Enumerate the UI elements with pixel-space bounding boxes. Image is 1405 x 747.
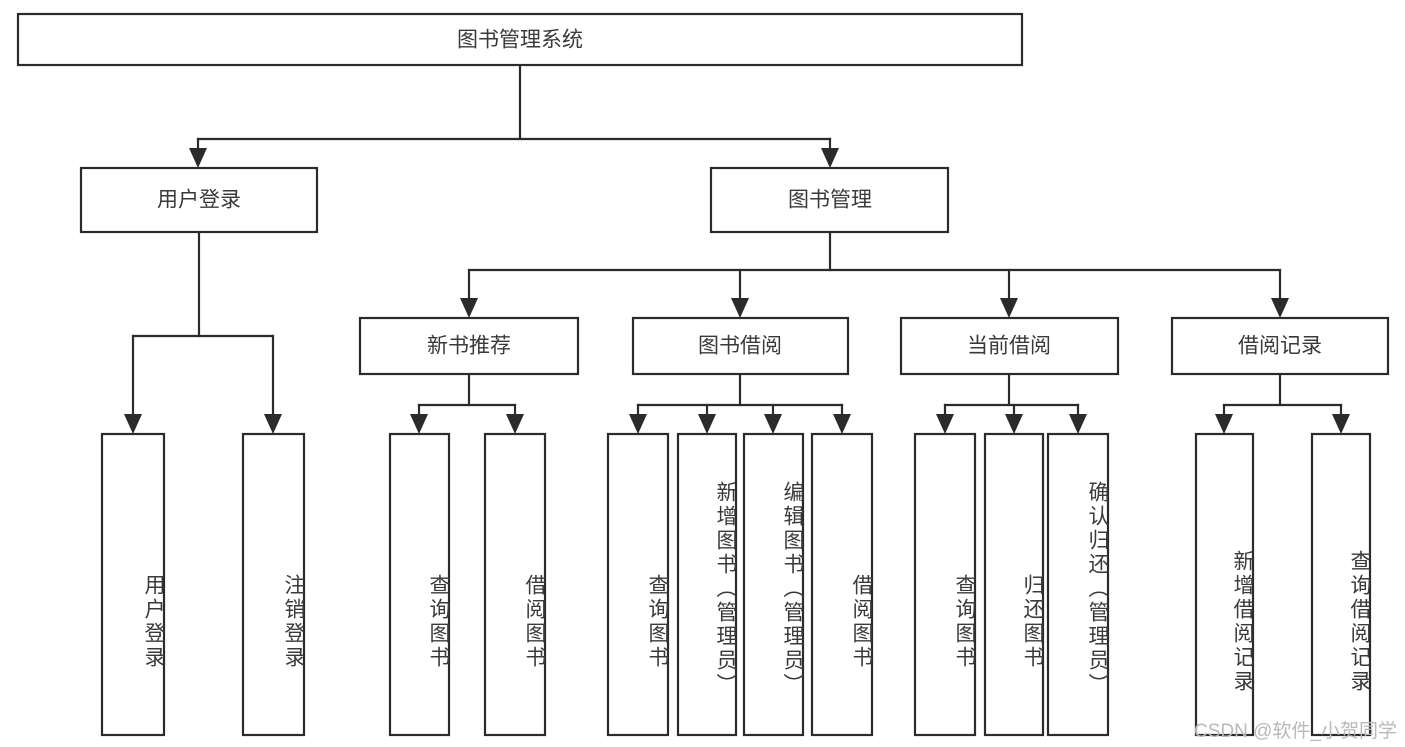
node-leaf-user-login[interactable]	[100, 432, 166, 737]
arrow-to-leaf-query-record	[1332, 414, 1350, 434]
node-root-label: 图书管理系统	[457, 29, 583, 52]
arrow-to-leaf-edit-book	[764, 414, 782, 434]
arrow-to-current-borrow	[1000, 298, 1018, 318]
node-user-login-box[interactable]	[79, 166, 319, 234]
node-book-manage-box[interactable]	[709, 166, 950, 234]
node-leaf-add-book[interactable]	[676, 432, 738, 737]
arrow-to-leaf-borrow-book-2	[833, 414, 851, 434]
arrow-to-leaf-query-book-3	[936, 414, 954, 434]
arrow-to-borrow-record	[1271, 298, 1289, 318]
node-leaf-query-record[interactable]	[1310, 432, 1372, 737]
arrow-to-leaf-query-book-1	[410, 414, 428, 434]
node-root-box[interactable]	[16, 12, 1024, 67]
node-new-book-rec-label: 新书推荐	[427, 335, 511, 358]
arrow-to-leaf-add-record	[1215, 414, 1233, 434]
node-leaf-confirm-return-box[interactable]	[1046, 432, 1110, 737]
arrow-to-leaf-return-book	[1005, 414, 1023, 434]
node-leaf-query-book-3[interactable]	[913, 432, 977, 737]
arrow-to-leaf-borrow-book-1	[506, 414, 524, 434]
node-leaf-borrow-book-1-box[interactable]	[483, 432, 547, 737]
node-current-borrow-box[interactable]	[899, 316, 1120, 376]
node-leaf-borrow-book-2[interactable]	[810, 432, 874, 737]
arrow-to-book-borrow	[731, 298, 749, 318]
arrow-root-to-book-manage	[821, 148, 839, 168]
node-leaf-query-book-2[interactable]	[606, 432, 670, 737]
node-user-login[interactable]: 用户登录	[79, 166, 319, 234]
node-leaf-user-login-box[interactable]	[100, 432, 166, 737]
node-leaf-return-book-box[interactable]	[983, 432, 1045, 737]
node-leaf-add-record[interactable]	[1194, 432, 1255, 737]
node-leaf-add-book-box[interactable]	[676, 432, 738, 737]
node-leaf-query-book-3-box[interactable]	[913, 432, 977, 737]
node-book-manage[interactable]: 图书管理	[709, 166, 950, 234]
node-current-borrow-label: 当前借阅	[967, 335, 1051, 358]
node-current-borrow[interactable]: 当前借阅	[899, 316, 1120, 376]
arrow-to-leaf-user-login	[124, 414, 142, 434]
connector-layer	[124, 63, 1350, 434]
node-leaf-edit-book-box[interactable]	[742, 432, 805, 737]
node-leaf-borrow-book-2-box[interactable]	[810, 432, 874, 737]
arrow-root-to-user-login	[189, 148, 207, 168]
arrow-to-leaf-user-logout	[264, 414, 282, 434]
node-borrow-record-label: 借阅记录	[1238, 335, 1322, 358]
node-leaf-edit-book[interactable]	[742, 432, 805, 737]
node-book-borrow-box[interactable]	[631, 316, 850, 376]
node-leaf-user-logout-box[interactable]	[241, 432, 306, 737]
arrow-to-leaf-query-book-2	[629, 414, 647, 434]
arrow-to-leaf-add-book	[698, 414, 716, 434]
node-borrow-record-box[interactable]	[1170, 316, 1390, 376]
node-user-login-label: 用户登录	[157, 189, 241, 212]
node-leaf-add-record-box[interactable]	[1194, 432, 1255, 737]
node-leaf-return-book[interactable]	[983, 432, 1045, 737]
node-book-borrow-label: 图书借阅	[698, 335, 782, 358]
node-leaf-borrow-book-1[interactable]	[483, 432, 547, 737]
node-leaf-query-record-box[interactable]	[1310, 432, 1372, 737]
node-leaf-query-book-1[interactable]	[388, 432, 451, 737]
node-book-manage-label: 图书管理	[788, 189, 872, 212]
node-borrow-record[interactable]: 借阅记录	[1170, 316, 1390, 376]
arrow-to-new-book-rec	[460, 298, 478, 318]
node-new-book-rec-box[interactable]	[358, 316, 580, 376]
node-leaf-query-book-1-box[interactable]	[388, 432, 451, 737]
node-new-book-rec[interactable]: 新书推荐	[358, 316, 580, 376]
node-leaf-query-book-2-box[interactable]	[606, 432, 670, 737]
node-book-borrow[interactable]: 图书借阅	[631, 316, 850, 376]
node-leaf-confirm-return[interactable]	[1046, 432, 1110, 737]
node-leaf-user-logout[interactable]	[241, 432, 306, 737]
node-root[interactable]: 图书管理系统	[16, 12, 1024, 67]
arrow-to-leaf-confirm-return	[1069, 414, 1087, 434]
